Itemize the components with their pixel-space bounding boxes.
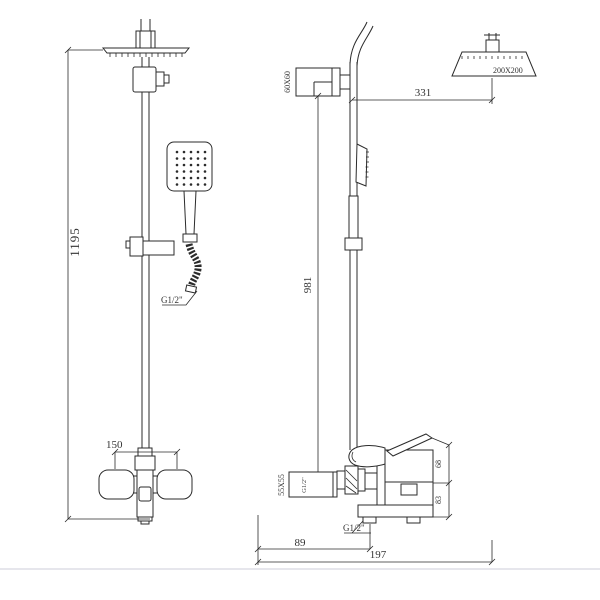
dim-overall-height-label: 1195	[67, 227, 82, 257]
side-wall-bracket: 60X60	[283, 67, 351, 97]
side-slide-bracket	[344, 237, 363, 251]
hand-shower-nozzles	[175, 150, 207, 186]
valve-body-side	[384, 449, 434, 511]
side-outlet-thread-callout: G1/2"	[343, 520, 371, 534]
hand-shower-handle	[183, 190, 197, 235]
side-outlet-thread-label: G1/2"	[343, 523, 365, 533]
hand-shower-front	[166, 141, 213, 294]
overhead-shower-front	[101, 47, 191, 57]
left-handle	[98, 469, 135, 500]
dim-spray-arm-offset-label: 331	[415, 87, 432, 99]
hand-shower-hose	[185, 243, 202, 289]
spout	[348, 445, 386, 468]
hand-shower-side	[344, 143, 369, 251]
dim-overall-depth: 197	[254, 540, 496, 566]
dim-inlet-thread-label: G1/2"	[301, 477, 308, 493]
side-riser-pipe	[349, 62, 358, 450]
overhead-shower-side: 200X200	[451, 33, 537, 77]
dim-body-heights: 68 83	[431, 437, 453, 521]
dim-spray-arm-offset: 331	[348, 78, 496, 104]
dim-lower-body-label: 83	[434, 496, 443, 504]
dim-handle-spacing-label: 150	[106, 439, 123, 451]
dim-handle-spacing: 150	[106, 439, 181, 469]
side-view: 60X60 200X200 331 981	[254, 21, 537, 566]
dim-wall-bracket-label: 60X60	[283, 71, 292, 93]
side-hose-arc	[349, 21, 374, 67]
front-head-arm-joint	[135, 19, 156, 49]
front-view: G1/2" 150 1195	[64, 19, 213, 525]
dim-overall-depth-label: 197	[370, 549, 387, 561]
valve-base	[357, 504, 434, 518]
dim-riser-height-label: 981	[302, 277, 314, 294]
dim-upper-body-label: 68	[434, 460, 443, 468]
front-lower-bracket	[125, 236, 175, 257]
valve-button	[138, 486, 152, 502]
dim-riser-height: 981	[294, 92, 322, 482]
dim-head-size-label: 200X200	[493, 66, 523, 75]
mixer-valve-side: G1/2" 55X55	[277, 433, 434, 524]
dim-overall-height: 1195	[64, 46, 150, 523]
right-handle	[156, 469, 193, 500]
front-hose-thread-callout: G1/2"	[161, 290, 198, 306]
mixer-valve-front	[98, 447, 193, 525]
front-upper-bracket	[132, 66, 170, 93]
front-hose-thread-label: G1/2"	[161, 295, 183, 305]
inlet-fittings	[336, 465, 378, 495]
dim-wall-flange-label: 55X55	[277, 474, 286, 496]
wall-flange	[288, 471, 338, 498]
dim-outlet-offset-label: 89	[295, 537, 307, 549]
dim-outlet-offset: 89	[254, 515, 374, 565]
